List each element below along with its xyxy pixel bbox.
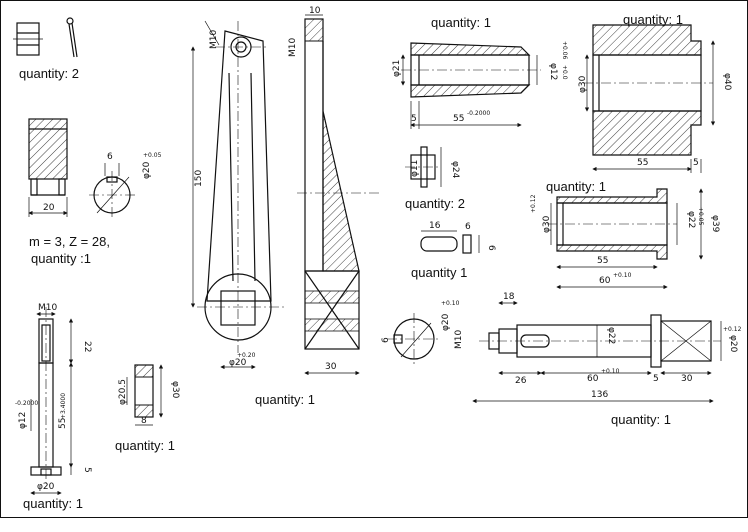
svg-text:φ12: φ12	[18, 412, 28, 429]
split-pin-part	[66, 17, 78, 58]
small-pin-quantity: quantity: 2	[405, 196, 465, 211]
housing-quantity: quantity: 1	[623, 12, 683, 27]
lever-part: M10 150 φ20 +0.20	[190, 20, 285, 370]
svg-text:M10: M10	[209, 30, 219, 49]
shaft-part: 6 φ20 +0.10 M10 18 φ22 φ20 +0.12 26 60 +…	[381, 292, 742, 404]
svg-text:φ30: φ30	[578, 75, 588, 93]
svg-text:M10: M10	[38, 303, 57, 313]
svg-text:+0.10: +0.10	[613, 272, 632, 279]
flange-bushing-quantity: quantity: 1	[546, 179, 606, 194]
svg-text:+0.06: +0.06	[561, 41, 568, 60]
svg-text:10: 10	[309, 6, 321, 16]
gear-spec: m = 3, Z = 28,	[29, 234, 110, 249]
svg-text:φ20: φ20	[728, 335, 738, 353]
screw-quantity: quantity: 1	[23, 496, 83, 511]
svg-text:30: 30	[325, 362, 337, 372]
svg-text:5: 5	[653, 374, 659, 384]
svg-text:+0.12: +0.12	[723, 326, 742, 333]
svg-text:φ24: φ24	[450, 161, 460, 179]
svg-text:φ12: φ12	[548, 63, 558, 80]
svg-text:60: 60	[587, 374, 599, 384]
flange-bushing-part: φ30 +0.12 φ22 +0.05 φ39 55 60 +0.10	[530, 188, 720, 290]
svg-text:φ40: φ40	[722, 73, 732, 91]
svg-text:+0.20: +0.20	[237, 352, 256, 359]
svg-text:-0.2000: -0.2000	[15, 400, 38, 407]
svg-text:18: 18	[503, 292, 515, 302]
gear-width-dim: 20	[43, 203, 55, 213]
lever-quantity: quantity: 1	[255, 392, 315, 407]
svg-text:16: 16	[429, 221, 441, 231]
svg-text:φ20: φ20	[142, 161, 152, 179]
svg-text:φ30: φ30	[542, 215, 552, 233]
svg-text:30: 30	[681, 374, 693, 384]
svg-text:+0.12: +0.12	[530, 194, 537, 213]
bushing-quantity: quantity: 1	[431, 15, 491, 30]
svg-text:136: 136	[591, 390, 608, 400]
svg-text:8: 8	[141, 416, 147, 426]
svg-text:φ20: φ20	[441, 313, 451, 331]
svg-text:5: 5	[82, 467, 92, 473]
gear-quantity: quantity :1	[31, 251, 91, 266]
nut-part	[13, 22, 43, 56]
svg-text:φ20: φ20	[37, 482, 55, 492]
svg-text:+3.4000: +3.4000	[60, 393, 67, 419]
lever-side-view: 10 M10 30	[288, 6, 379, 376]
svg-text:M10: M10	[454, 330, 464, 349]
svg-text:5: 5	[693, 158, 699, 168]
svg-text:22: 22	[82, 341, 92, 352]
svg-text:φ39: φ39	[710, 215, 720, 233]
housing-part: φ30 φ40 55 5	[578, 24, 732, 173]
washer-part: φ30 φ20.5 8	[118, 364, 180, 426]
svg-text:6: 6	[486, 245, 496, 251]
key-part: 16 6 6	[420, 221, 496, 254]
nut-pin-quantity: quantity: 2	[19, 66, 79, 81]
svg-text:φ20: φ20	[229, 358, 247, 368]
svg-text:+0.10: +0.10	[601, 368, 620, 375]
svg-text:+0.05: +0.05	[697, 207, 704, 226]
svg-text:55: 55	[58, 418, 68, 429]
svg-text:φ21: φ21	[392, 60, 402, 77]
svg-text:+0.10: +0.10	[441, 300, 460, 307]
svg-text:+0.0: +0.0	[561, 65, 568, 80]
svg-text:φ22: φ22	[686, 211, 696, 228]
svg-text:6: 6	[465, 222, 471, 232]
svg-text:M10: M10	[288, 38, 298, 57]
svg-text:55: 55	[637, 158, 648, 168]
gear-key-dim: 6	[107, 152, 113, 162]
small-pin-part: φ24 φ11	[405, 146, 460, 188]
svg-text:6: 6	[381, 337, 391, 343]
svg-text:-0.2000: -0.2000	[467, 110, 490, 117]
shaft-quantity: quantity: 1	[611, 412, 671, 427]
technical-drawing: 20 6 +0.05 φ20 M10 22 55 +3.4000 5 φ12 -…	[13, 6, 742, 496]
tapered-bushing-part: φ21 φ12 +0.06 +0.0 55 -0.2000 5	[392, 41, 568, 129]
svg-text:60: 60	[599, 276, 611, 286]
svg-text:+0.05: +0.05	[143, 152, 162, 159]
svg-text:φ30: φ30	[170, 381, 180, 399]
svg-text:φ20.5: φ20.5	[118, 379, 128, 405]
gear-part: 20 6 +0.05 φ20	[28, 118, 162, 219]
key-quantity: quantity 1	[411, 265, 468, 280]
svg-text:φ22: φ22	[606, 327, 616, 344]
svg-text:5: 5	[411, 114, 417, 124]
svg-text:26: 26	[515, 376, 527, 386]
svg-text:55: 55	[597, 256, 608, 266]
screw-part: M10 22 55 +3.4000 5 φ12 -0.2000 φ20	[15, 303, 92, 496]
svg-text:φ11: φ11	[410, 160, 420, 177]
svg-text:150: 150	[194, 170, 204, 187]
drawing-sheet: 20 6 +0.05 φ20 M10 22 55 +3.4000 5 φ12 -…	[0, 0, 748, 518]
svg-text:55: 55	[453, 114, 464, 124]
washer-quantity: quantity: 1	[115, 438, 175, 453]
